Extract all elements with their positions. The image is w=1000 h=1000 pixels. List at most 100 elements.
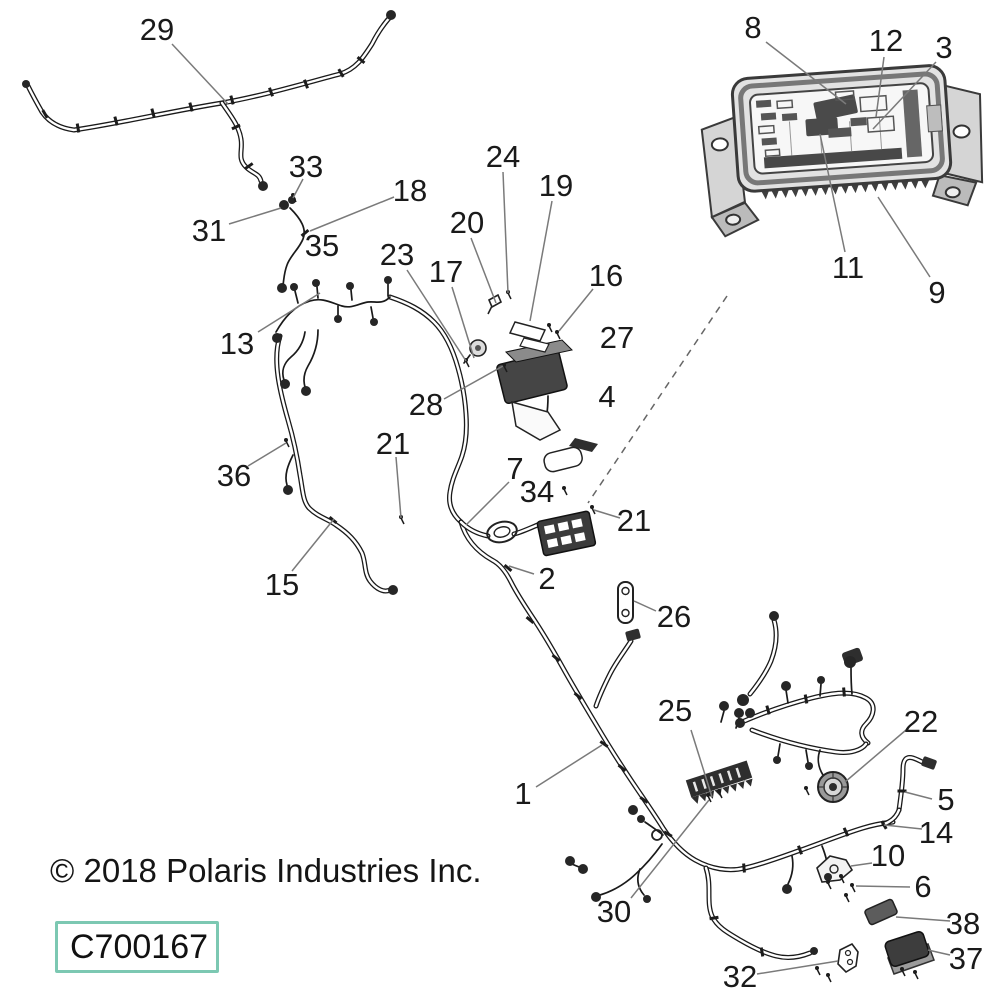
screw xyxy=(547,323,553,333)
callout-23: 23 xyxy=(379,237,415,272)
round-connector xyxy=(469,339,487,357)
mount-bracket xyxy=(816,855,854,883)
leader-line-32 xyxy=(756,960,839,975)
copyright-text: © 2018 Polaris Industries Inc. xyxy=(50,852,482,889)
callout-35: 35 xyxy=(304,228,340,263)
leader-line-15 xyxy=(291,518,335,572)
wire-loop xyxy=(651,829,663,841)
leader-line-17 xyxy=(451,286,475,359)
leader-line-9 xyxy=(877,196,931,278)
leader-line-25 xyxy=(690,729,713,798)
fuse-cover xyxy=(569,438,598,452)
screw xyxy=(562,486,568,496)
leader-line-3 xyxy=(872,61,937,130)
callout-10: 10 xyxy=(870,838,906,873)
leader-line-14 xyxy=(883,824,923,830)
callout-36: 36 xyxy=(216,458,252,493)
screw xyxy=(815,966,821,976)
callout-28: 28 xyxy=(408,387,444,422)
callout-7: 7 xyxy=(506,451,524,486)
callout-1: 1 xyxy=(514,776,532,811)
link-strap xyxy=(617,581,634,624)
cover-plate xyxy=(543,446,583,473)
leader-line-6 xyxy=(855,885,911,888)
part-code-text: C700167 xyxy=(70,927,209,966)
screw xyxy=(717,789,723,799)
leader-line-28 xyxy=(443,365,504,400)
grommet xyxy=(817,771,849,803)
screw xyxy=(900,967,906,977)
leader-line-33 xyxy=(292,178,304,199)
callout-12: 12 xyxy=(868,23,904,58)
mount-clip xyxy=(487,293,503,315)
comb-connector xyxy=(685,760,753,804)
leader-line-13 xyxy=(257,292,321,333)
screw xyxy=(555,330,561,340)
callout-24: 24 xyxy=(485,139,521,174)
leader-line-7 xyxy=(465,481,510,526)
screw xyxy=(844,893,850,903)
leader-line-29 xyxy=(171,43,229,105)
leader-line-21b xyxy=(593,509,621,519)
screw xyxy=(839,874,845,884)
callout-11: 11 xyxy=(831,250,865,285)
callout-31: 31 xyxy=(191,213,227,248)
leader-line-30 xyxy=(630,799,710,899)
leader-line-26 xyxy=(633,600,657,612)
screw xyxy=(804,786,810,796)
callout-38: 38 xyxy=(945,906,981,941)
callout-25: 25 xyxy=(657,693,693,728)
harness-fuse-block xyxy=(536,510,597,557)
screw xyxy=(850,883,856,893)
callout-20: 20 xyxy=(449,205,485,240)
screw xyxy=(284,438,290,448)
callout-3: 3 xyxy=(935,30,953,65)
callout-14: 14 xyxy=(918,815,954,850)
screw xyxy=(706,793,712,803)
callout-2: 2 xyxy=(538,561,556,596)
leader-line-23 xyxy=(406,269,467,362)
callout-13: 13 xyxy=(219,326,255,361)
callout-37: 37 xyxy=(948,941,984,976)
relay-assembly xyxy=(884,931,935,975)
inset-locator-dashed-line xyxy=(587,295,728,504)
callout-29: 29 xyxy=(139,12,175,47)
small-bracket xyxy=(837,942,859,974)
leader-line-36 xyxy=(247,442,287,467)
callout-27: 27 xyxy=(599,320,635,355)
leader-line-1 xyxy=(535,744,603,788)
callout-6: 6 xyxy=(914,869,932,904)
connector-cap xyxy=(625,628,641,642)
callout-21a: 21 xyxy=(375,426,411,461)
leader-line-31 xyxy=(228,207,282,225)
callout-22: 22 xyxy=(903,704,939,739)
callout-34: 34 xyxy=(519,474,555,509)
leader-line-2 xyxy=(508,565,535,575)
ecu-module xyxy=(496,339,574,441)
leader-line-19 xyxy=(529,200,553,322)
leader-line-18 xyxy=(309,196,395,232)
callout-5: 5 xyxy=(937,782,955,817)
callout-33: 33 xyxy=(288,149,324,184)
connector-cap xyxy=(921,756,937,770)
screw xyxy=(913,970,919,980)
leader-line-20 xyxy=(470,237,497,304)
callout-26: 26 xyxy=(656,599,692,634)
leader-line-21a xyxy=(395,456,402,519)
leader-line-16 xyxy=(558,288,594,332)
leader-line-10 xyxy=(850,862,873,867)
ring-terminal xyxy=(486,520,518,544)
leader-line-5 xyxy=(904,791,933,800)
screw xyxy=(826,880,832,890)
leader-line-37 xyxy=(927,949,951,956)
callout-16: 16 xyxy=(588,258,624,293)
leader-line-11 xyxy=(819,133,846,253)
leader-line-22 xyxy=(844,729,907,783)
callout-17: 17 xyxy=(428,254,464,289)
callout-32: 32 xyxy=(722,959,758,994)
leader-line-8 xyxy=(765,41,847,105)
callout-21b: 21 xyxy=(616,503,652,538)
leader-line-24 xyxy=(502,171,509,294)
fuse-box-inner-wall xyxy=(902,89,923,158)
